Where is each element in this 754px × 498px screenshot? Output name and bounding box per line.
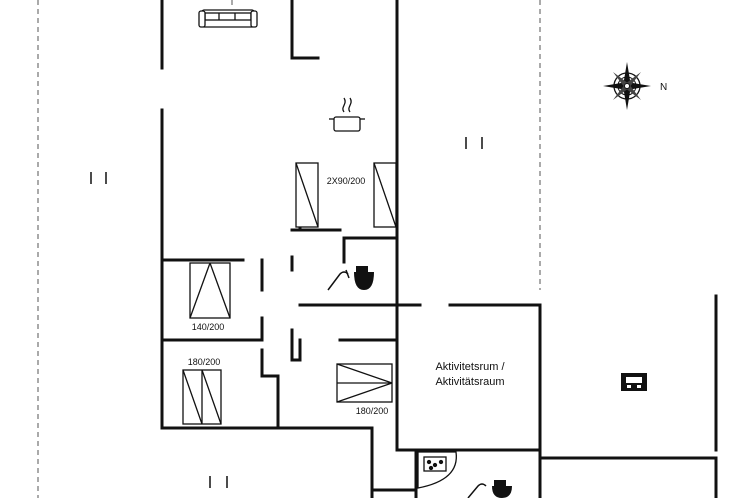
toilet-icon <box>354 266 374 290</box>
sauna-area-icon <box>417 451 457 489</box>
walls <box>160 0 718 498</box>
bed-180-200-center <box>336 363 393 403</box>
bed-label-center: 180/200 <box>356 406 389 416</box>
window-marks <box>90 137 483 488</box>
shower-icon-lower <box>467 483 487 498</box>
sofa-icon <box>198 9 258 28</box>
bed-label-double-top: 2X90/200 <box>327 176 366 186</box>
kitchen-pot-icon <box>329 97 365 132</box>
car-icon <box>621 373 647 391</box>
bed-label-left-upper: 140/200 <box>192 322 225 332</box>
bed-double-top <box>295 162 397 228</box>
shower-icon <box>327 269 350 291</box>
compass-north-label: N <box>660 82 667 93</box>
room-label-activity-line2: Aktivitätsraum <box>435 376 504 388</box>
bed-140-200 <box>189 262 231 319</box>
dashed-boundaries <box>37 0 541 498</box>
bed-180-200-left <box>182 369 222 425</box>
room-label-activity-line1: Aktivitetsrum / <box>435 361 505 373</box>
compass-rose-icon <box>603 62 651 110</box>
bed-label-left-lower: 180/200 <box>188 357 221 367</box>
toilet-icon-lower <box>492 480 512 498</box>
